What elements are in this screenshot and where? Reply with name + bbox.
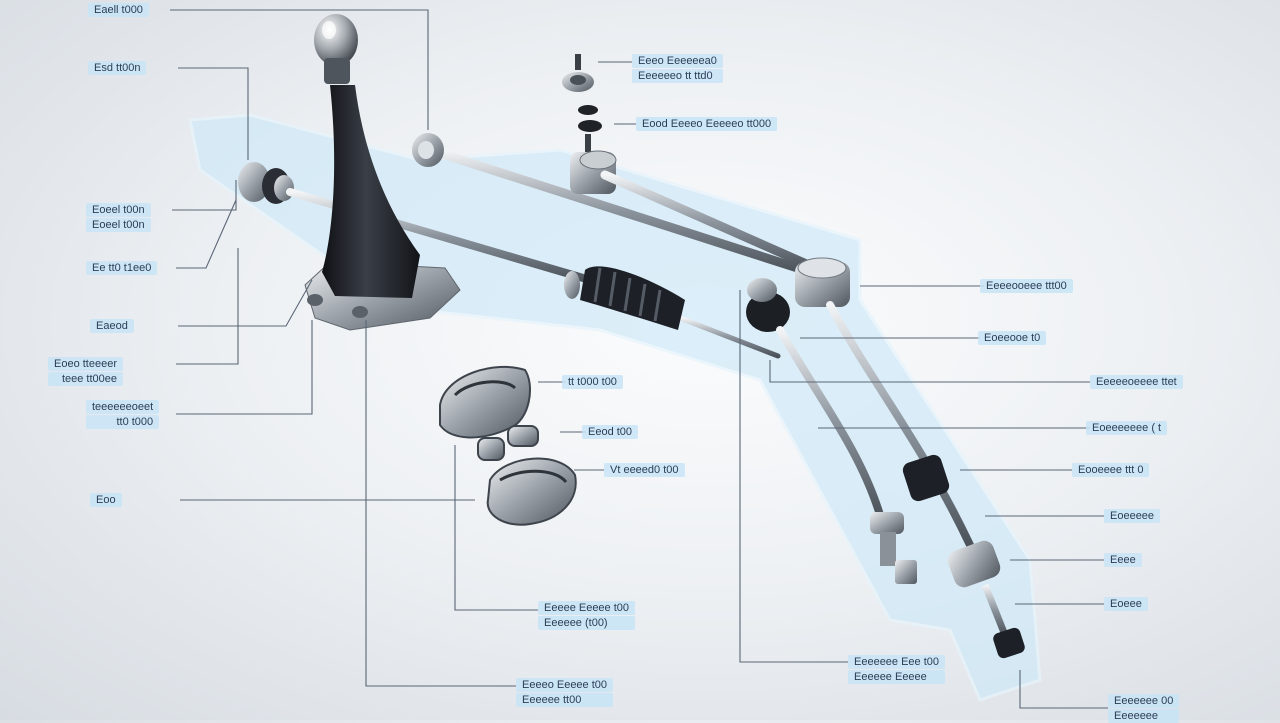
label-housing: Eoeo tteeeer teee tt00ee [48,357,123,386]
label-bushing-lower: Vt eeeed0 t00 [604,463,685,477]
label-cable-end: Eeeeeoeeee ttet [1090,375,1183,389]
descending-rod-right [826,301,1025,659]
label-pivot-bracket: Eeeeooeee ttt00 [980,279,1073,293]
label-washer-stack: Eood Eeeeo Eeeeeo tt000 [636,117,778,131]
shift-knob [314,14,358,84]
label-mount-bolt: Ee tt0 t1ee0 [86,261,158,275]
label-bracket: teeeeeeoeet tt0 t000 [86,400,160,429]
small-bushing-pair [477,425,539,461]
label-base: Eaeod [90,319,134,333]
label-rod-left: Eoeeeeeee ( t [1086,421,1168,435]
shift-boot [322,85,420,298]
label-base-mount: Eeeeo Eeeee t00 Eeeeee tt00 [516,678,614,707]
upper-shift-rod [412,133,815,277]
label-pin: Eoeee [1104,597,1148,611]
right-pivot-bracket [746,257,850,332]
label-rod-right: Eoeeeee [1104,509,1161,523]
leader-lines [170,9,1108,709]
label-grommet: Eooeeee ttt 0 [1072,463,1150,477]
label-clip: Eeee [1104,553,1142,567]
cable-bellows-boot [564,266,685,330]
label-bushing-small: Eeod t00 [582,425,639,439]
label-rod-end: Eoeeooe t0 [978,331,1047,345]
descending-rod-left [776,326,917,584]
label-bushing-upper: tt t000 t00 [562,375,623,389]
label-bushing-left: Eoo [90,493,122,507]
top-fastener-stack [562,54,617,194]
linkage-rod-right [600,170,825,275]
label-gear-knob: Eaell t000 [88,3,149,17]
label-pivot-socket: Eoeel t00n Eoeel t00n [86,203,151,232]
label-shift-lever: Esd tt00n [88,61,147,75]
lower-bushing-half [486,457,577,526]
label-top-fastener: Eeeo Eeeeeea0 Eeeeeeo tt ttd0 [632,54,723,83]
label-bushing-set: Eeeee Eeeee t00 Eeeeee (t00) [538,601,636,630]
left-mount-socket [238,162,294,204]
label-cable-assembly: Eeeeeee Eee t00 Eeeeee Eeeee [848,655,946,684]
label-end-cap: Eeeeeee 00 Eeeeeee [1108,694,1180,723]
upper-bushing-half [439,365,531,439]
